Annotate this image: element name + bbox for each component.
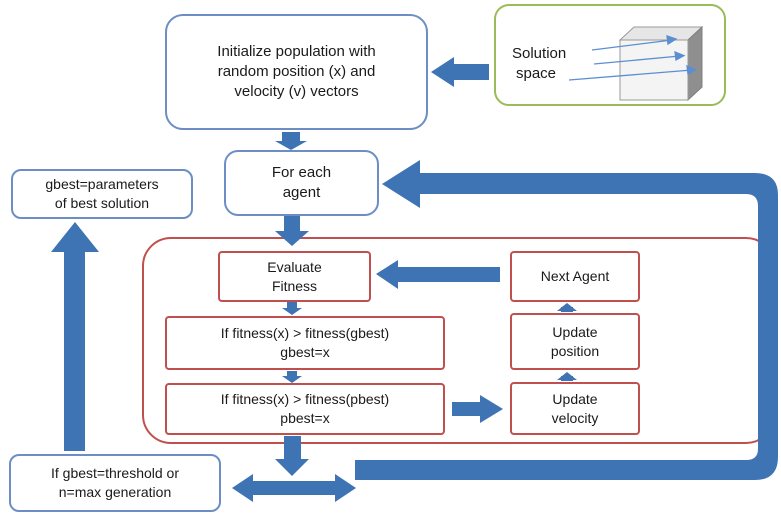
arrow-pbest-to-termination [275,436,309,476]
evaluate-line-2: Fitness [271,277,318,294]
arrow-gbest-to-pbest [282,371,302,383]
flow-arrows [51,57,778,502]
gbest-params-line-2: of best solution [54,195,150,211]
update-position-line-2: position [550,342,600,359]
arrow-foreach-to-evaluate [275,216,309,246]
gbest-check-box: If fitness(x) > fitness(gbest) gbest=x [165,316,445,370]
gbest-check-line-1: If fitness(x) > fitness(gbest) [220,325,390,342]
arrow-loop-return [355,160,778,480]
gbest-check-line-2: gbest=x [280,344,330,360]
solution-space-label: Solution space [512,44,566,85]
init-line-1: Initialize population with [217,42,376,60]
evaluate-line-1: Evaluate [267,258,322,275]
arrow-solution-to-init [431,57,489,87]
solution-label-line-1: Solution [512,45,567,62]
solution-vector-arrows [568,35,698,81]
arrow-evaluate-to-gbest [282,302,302,315]
pbest-check-box: If fitness(x) > fitness(pbest) pbest=x [165,383,445,435]
termination-line-1: If gbest=threshold or [50,465,180,482]
next-agent-label: Next Agent [540,268,610,285]
solution-cube-icon [618,25,704,102]
init-population-box: Initialize population with random positi… [165,14,428,130]
gbest-parameters-box: gbest=parameters of best solution [11,169,193,219]
for-each-line-2: agent [282,184,321,201]
init-line-3: velocity (v) vectors [234,83,359,101]
pbest-check-line-2: pbest=x [280,410,330,426]
pbest-check-line-1: If fitness(x) > fitness(pbest) [220,391,390,408]
update-position-line-1: Update [552,323,598,340]
solution-label-line-2: space [516,65,557,83]
arrow-pbest-to-velocity [452,395,503,423]
arrow-termination-to-gbest [51,222,99,451]
update-velocity-line-1: Update [552,390,598,407]
gbest-params-line-1: gbest=parameters [45,176,159,193]
arrow-next-to-evaluate [376,260,500,289]
arrow-termination-double [232,474,356,502]
update-position-box: Update position [510,313,640,370]
update-velocity-box: Update velocity [510,382,640,435]
for-each-line-1: For each [271,163,332,181]
update-velocity-line-2: velocity [551,409,599,426]
termination-check-box: If gbest=threshold or n=max generation [9,454,221,512]
next-agent-box: Next Agent [510,251,640,302]
init-line-2: random position (x) and [217,62,376,80]
evaluate-fitness-box: Evaluate Fitness [218,251,371,302]
arrow-init-to-foreach [275,132,307,150]
for-each-agent-box: For each agent [224,150,379,216]
termination-line-2: n=max generation [58,484,172,500]
